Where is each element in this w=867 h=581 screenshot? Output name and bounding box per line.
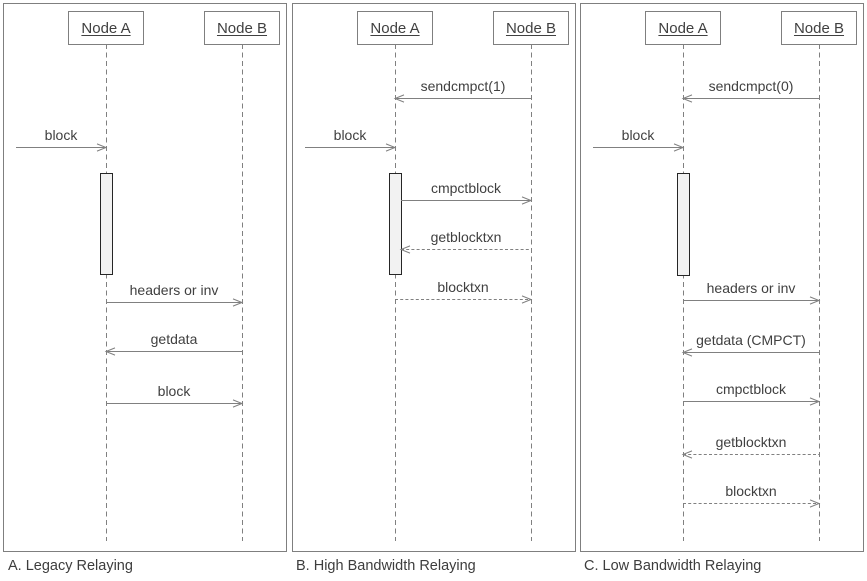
- message-label: headers or inv: [129, 282, 219, 298]
- panel-legacy-relaying: Node A Node B block headers or inv getdata…: [3, 3, 287, 552]
- arrowhead-icon: [809, 499, 821, 508]
- node-a-label: Node A: [658, 19, 708, 37]
- arrowhead-icon: [521, 295, 533, 304]
- node-b-box: Node B: [204, 11, 280, 45]
- message-label: block: [333, 127, 367, 143]
- activation-bar: [677, 173, 690, 276]
- message-label: sendcmpct(1): [420, 78, 506, 94]
- node-a-label: Node A: [370, 19, 420, 37]
- arrowhead-icon: [521, 196, 533, 205]
- panel-high-bandwidth-relaying: Node A Node B sendcmpct(1) block cmpctbloc…: [292, 3, 576, 552]
- message-label: blocktxn: [437, 279, 489, 295]
- caption-high-bandwidth-relaying: B. High Bandwidth Relaying: [296, 558, 476, 574]
- node-a-box: Node A: [68, 11, 144, 45]
- node-b-label: Node B: [793, 19, 845, 37]
- message-label: getblocktxn: [715, 434, 787, 450]
- sequence-canvas: [305, 44, 533, 541]
- arrowhead-icon: [681, 348, 693, 357]
- message-label: blocktxn: [725, 483, 777, 499]
- arrowhead-icon: [385, 143, 397, 152]
- node-b-label: Node B: [216, 19, 268, 37]
- arrowhead-icon: [809, 296, 821, 305]
- node-a-label: Node A: [81, 19, 131, 37]
- message-label: sendcmpct(0): [708, 78, 794, 94]
- sequence-canvas: [16, 44, 244, 541]
- node-a-box: Node A: [357, 11, 433, 45]
- message-label: getdata (CMPCT): [696, 332, 806, 348]
- message-label: getblocktxn: [430, 229, 502, 245]
- message-label: cmpctblock: [430, 180, 502, 196]
- arrowhead-icon: [399, 245, 411, 254]
- arrowhead-icon: [104, 347, 116, 356]
- node-b-box: Node B: [781, 11, 857, 45]
- arrowhead-icon: [232, 298, 244, 307]
- message-label: block: [157, 383, 191, 399]
- message-label: cmpctblock: [715, 381, 787, 397]
- arrowhead-icon: [393, 94, 405, 103]
- node-b-label: Node B: [505, 19, 557, 37]
- message-label: block: [621, 127, 655, 143]
- message-label: getdata: [150, 331, 198, 347]
- panel-low-bandwidth-relaying: Node A Node B sendcmpct(0) block headers o…: [580, 3, 864, 552]
- arrowhead-icon: [681, 94, 693, 103]
- arrowhead-icon: [232, 399, 244, 408]
- arrowhead-icon: [809, 397, 821, 406]
- sequence-canvas: [593, 44, 821, 541]
- activation-bar: [100, 173, 113, 275]
- arrowhead-icon: [681, 450, 693, 459]
- node-a-box: Node A: [645, 11, 721, 45]
- message-label: block: [44, 127, 78, 143]
- node-b-box: Node B: [493, 11, 569, 45]
- message-label: headers or inv: [706, 280, 796, 296]
- arrowhead-icon: [96, 143, 108, 152]
- arrowhead-icon: [673, 143, 685, 152]
- activation-bar: [389, 173, 402, 275]
- caption-low-bandwidth-relaying: C. Low Bandwidth Relaying: [584, 558, 762, 574]
- caption-legacy-relaying: A. Legacy Relaying: [8, 558, 133, 574]
